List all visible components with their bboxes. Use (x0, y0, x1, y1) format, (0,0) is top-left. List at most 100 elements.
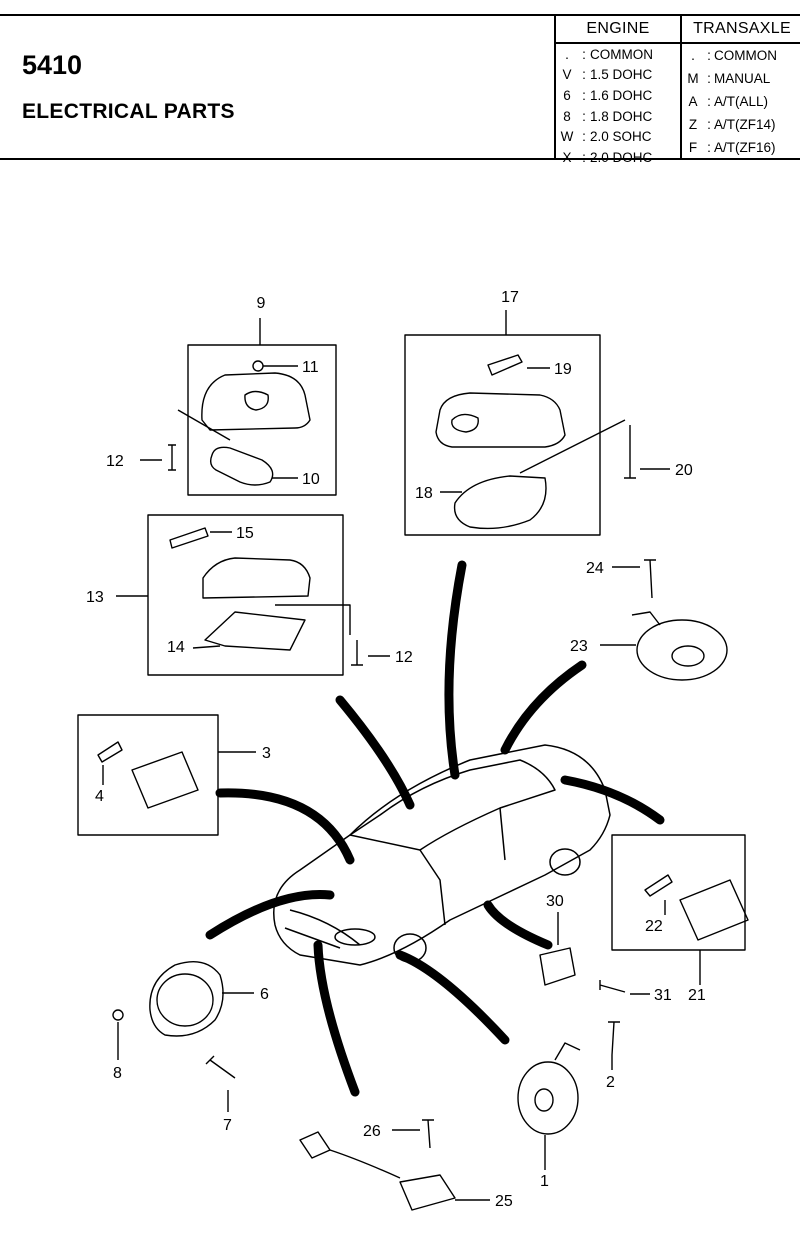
callout-4: 4 (95, 788, 104, 805)
callout-11: 11 (302, 359, 319, 376)
screw-12b (351, 640, 363, 666)
engine-row: 6:1.6 DOHC (556, 85, 680, 106)
callout-26: 26 (363, 1123, 381, 1140)
callout-12: 12 (106, 453, 124, 470)
callout-9: 9 (257, 295, 266, 312)
washer-8 (112, 1009, 124, 1021)
callout-24: 24 (586, 560, 604, 577)
transaxle-desc: A/T(ZF16) (714, 140, 776, 155)
transaxle-code: . (691, 48, 695, 63)
callout-20: 20 (675, 462, 693, 479)
transaxle-heading: TRANSAXLE (682, 16, 800, 44)
bulb-11 (252, 360, 264, 372)
engine-code: X (562, 149, 572, 165)
speaker-bracket (631, 611, 661, 626)
transaxle-row: A:A/T(ALL) (682, 90, 800, 113)
engine-code: W (560, 129, 574, 145)
screw-26 (422, 1119, 434, 1149)
callout-7: 7 (223, 1117, 232, 1134)
screw-20 (624, 425, 636, 479)
engine-code: 8 (563, 108, 571, 124)
callout-14: 14 (167, 639, 185, 656)
transaxle-desc: A/T(ZF14) (714, 117, 776, 132)
screw-12a (168, 444, 176, 471)
engine-desc: COMMON (590, 46, 653, 62)
box-17 (404, 334, 601, 536)
callout-19: 19 (554, 361, 572, 378)
callout-3: 3 (262, 745, 271, 762)
callout-6: 6 (260, 986, 269, 1003)
leader (177, 409, 231, 441)
screw-2 (608, 1021, 620, 1056)
callout-1: 1 (540, 1173, 549, 1190)
box-21 (611, 834, 746, 951)
transaxle-desc: COMMON (714, 48, 777, 63)
box-9 (187, 344, 337, 496)
map-lamp-lens (451, 413, 479, 433)
engine-heading: ENGINE (556, 16, 680, 44)
engine-code: V (562, 67, 572, 83)
engine-desc: 1.8 DOHC (590, 108, 653, 124)
callout-23: 23 (570, 638, 588, 655)
engine-row: V:1.5 DOHC (556, 65, 680, 86)
transaxle-desc: MANUAL (714, 71, 771, 86)
transaxle-code: M (687, 71, 699, 86)
screw-31 (599, 980, 626, 993)
callout-10: 10 (302, 471, 320, 488)
leader-strokes (205, 560, 665, 1097)
speaker-cone (671, 645, 705, 667)
bulb-22 (644, 874, 673, 897)
engine-desc: 2.0 DOHC (590, 149, 653, 165)
callout-15: 15 (236, 525, 254, 542)
page-number: 5410 (22, 50, 83, 80)
dome-lamp-housing (201, 372, 311, 431)
engine-code: . (565, 46, 569, 62)
callout-12b: 12 (395, 649, 413, 666)
lamp-21 (679, 879, 749, 941)
horn-1 (517, 1061, 579, 1135)
engine-row: 8:1.8 DOHC (556, 106, 680, 127)
connector (299, 1131, 331, 1159)
bulb-4 (97, 741, 123, 763)
bulb-15 (169, 527, 209, 549)
engine-row: W:2.0 SOHC (556, 126, 680, 147)
transaxle-code: Z (688, 117, 698, 132)
transaxle-desc: A/T(ALL) (714, 94, 769, 109)
transaxle-legend: TRANSAXLE .:COMMON M:MANUAL A:A/T(ALL) Z… (680, 16, 800, 158)
box-13 (147, 514, 344, 676)
lens-14 (204, 611, 306, 651)
engine-code: 6 (563, 87, 571, 103)
screw-24 (644, 559, 656, 599)
callout-30: 30 (546, 893, 564, 910)
transaxle-row: F:A/T(ZF16) (682, 136, 800, 159)
engine-row: .:COMMON (556, 44, 680, 65)
callout-13: 13 (86, 589, 104, 606)
speaker-23 (636, 619, 728, 681)
callout-8: 8 (113, 1065, 122, 1082)
overhead-lamp (202, 557, 311, 599)
transaxle-code: F (688, 140, 698, 155)
callout-18: 18 (415, 485, 433, 502)
screw-7 (205, 1055, 236, 1079)
dome-lamp-lens (244, 390, 269, 411)
callout-2: 2 (606, 1074, 615, 1091)
engine-desc: 1.6 DOHC (590, 87, 653, 103)
engine-row: X:2.0 DOHC (556, 147, 680, 168)
map-lamp-housing (435, 392, 566, 448)
transaxle-row: Z:A/T(ZF14) (682, 113, 800, 136)
transaxle-row: M:MANUAL (682, 67, 800, 90)
lamp-3 (131, 751, 199, 809)
title-block: 5410 ELECTRICAL PARTS ENGINE .:COMMON V:… (0, 14, 800, 165)
sensor-30 (539, 947, 576, 986)
speaker-6 (149, 961, 224, 1037)
callout-17: 17 (501, 289, 519, 306)
callout-22: 22 (645, 918, 663, 935)
box-3 (77, 714, 219, 836)
callout-21: 21 (688, 987, 706, 1004)
section-title: ELECTRICAL PARTS (22, 100, 235, 123)
car-body (273, 744, 611, 966)
transaxle-row: .:COMMON (682, 44, 800, 67)
engine-legend: ENGINE .:COMMON V:1.5 DOHC 6:1.6 DOHC 8:… (554, 16, 680, 165)
lens-18 (453, 475, 547, 530)
